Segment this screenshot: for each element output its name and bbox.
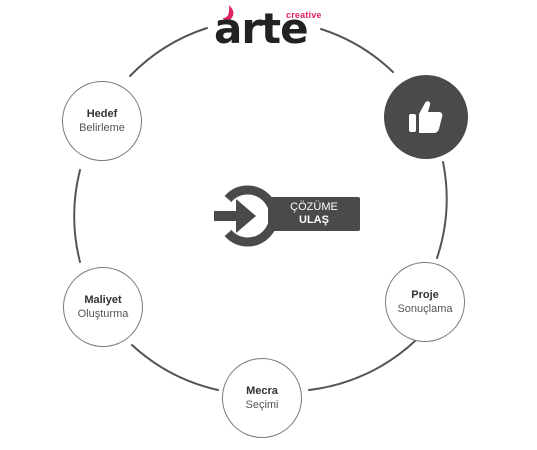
thumbs-up-button[interactable] bbox=[384, 75, 468, 159]
arte-creative-logo[interactable]: arte creative bbox=[210, 4, 326, 52]
step-title: Proje bbox=[411, 289, 439, 301]
step-mecra-secimi[interactable]: Mecra Seçimi bbox=[222, 358, 302, 438]
step-subtitle: Oluşturma bbox=[77, 308, 129, 320]
flame-icon bbox=[223, 5, 234, 22]
step-title: Hedef bbox=[86, 108, 118, 120]
cta-label: ÇÖZÜME ULAŞ bbox=[268, 197, 360, 231]
step-proje-sonuclama[interactable]: Proje Sonuçlama bbox=[385, 262, 465, 342]
step-title: Mecra bbox=[246, 385, 278, 397]
cta-line-2: ULAŞ bbox=[299, 214, 329, 226]
cta-line-1: ÇÖZÜME bbox=[290, 201, 338, 213]
step-title: Maliyet bbox=[84, 294, 122, 306]
logo-wordmark: arte bbox=[214, 4, 309, 53]
step-hedef-belirleme[interactable]: Hedef Belirleme bbox=[62, 81, 142, 161]
cozume-ulas-button[interactable]: ÇÖZÜME ULAŞ bbox=[212, 181, 360, 251]
step-maliyet-olusturma[interactable]: Maliyet Oluşturma bbox=[63, 267, 143, 347]
step-subtitle: Belirleme bbox=[79, 122, 125, 134]
thumbs-up-icon bbox=[409, 101, 443, 133]
logo-tagline: creative bbox=[286, 10, 322, 20]
step-subtitle: Sonuçlama bbox=[397, 303, 453, 315]
step-subtitle: Seçimi bbox=[245, 399, 279, 411]
